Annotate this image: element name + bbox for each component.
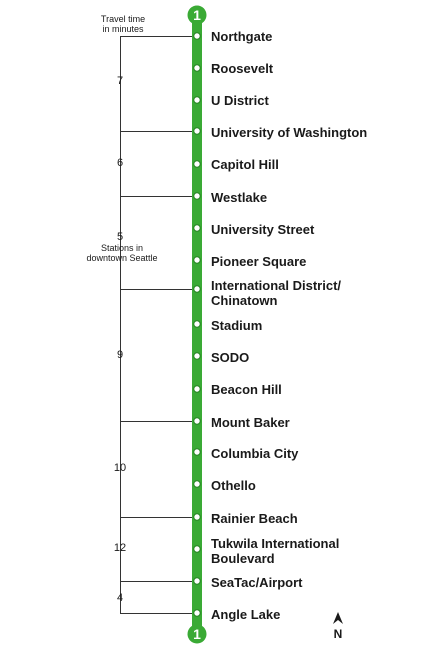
station-label-tukwila-international-boulevard: Tukwila International Boulevard bbox=[211, 536, 339, 566]
travel-time-label: 6 bbox=[116, 157, 124, 169]
route-badge-top: 1 bbox=[187, 5, 207, 25]
station-label-line1: Tukwila International bbox=[211, 536, 340, 551]
station-label-othello: Othello bbox=[211, 478, 256, 493]
travel-time-label: 10 bbox=[113, 462, 127, 474]
travel-time-label: 7 bbox=[116, 75, 124, 87]
north-arrow-icon bbox=[333, 612, 343, 624]
station-dot-international-district-chinatown bbox=[193, 285, 201, 293]
station-dot-capitol-hill bbox=[193, 160, 201, 168]
downtown-legend: Stations in downtown Seattle bbox=[84, 243, 160, 263]
station-label-u-district: U District bbox=[211, 93, 269, 108]
travel-time-label: 4 bbox=[116, 592, 124, 604]
station-dot-westlake bbox=[193, 192, 201, 200]
station-label-international-district: International District/ Chinatown bbox=[211, 278, 341, 308]
station-dot-tukwila-international-boulevard bbox=[193, 545, 201, 553]
station-label-capitol-hill: Capitol Hill bbox=[211, 157, 279, 172]
station-dot-roosevelt bbox=[193, 64, 201, 72]
station-label-columbia-city: Columbia City bbox=[211, 446, 299, 461]
station-label-roosevelt: Roosevelt bbox=[211, 61, 274, 76]
station-label-rainier-beach: Rainier Beach bbox=[211, 511, 298, 526]
station-label-angle-lake: Angle Lake bbox=[211, 607, 281, 622]
route-badge-bottom: 1 bbox=[187, 624, 207, 644]
north-label: N bbox=[334, 627, 343, 641]
travel-time-label: 12 bbox=[113, 542, 127, 554]
travel-time-legend-line2: in minutes bbox=[102, 24, 144, 34]
station-dot-seatac-airport bbox=[193, 577, 201, 585]
station-label-line2: Boulevard bbox=[211, 551, 275, 566]
station-label-line1: International District/ bbox=[211, 278, 342, 293]
station-label-university-street: University Street bbox=[211, 222, 315, 237]
station-dot-rainier-beach bbox=[193, 513, 201, 521]
station-dot-northgate bbox=[193, 32, 201, 40]
downtown-legend-line2: downtown Seattle bbox=[86, 253, 158, 263]
station-dot-university-street bbox=[193, 224, 201, 232]
route-badge-bottom-number: 1 bbox=[193, 626, 201, 642]
station-label-westlake: Westlake bbox=[211, 190, 268, 205]
route-badge-top-number: 1 bbox=[193, 7, 201, 23]
station-dot-columbia-city bbox=[193, 448, 201, 456]
travel-time-legend-line1: Travel time bbox=[100, 14, 146, 24]
station-dot-sodo bbox=[193, 352, 201, 360]
station-label-mount-baker: Mount Baker bbox=[211, 415, 290, 430]
station-dot-othello bbox=[193, 480, 201, 488]
station-dot-stadium bbox=[193, 320, 201, 328]
station-label-sodo: SODO bbox=[211, 350, 250, 365]
travel-time-label: 5 bbox=[116, 231, 124, 243]
travel-time-legend: Travel time in minutes bbox=[96, 14, 150, 34]
travel-time-label: 9 bbox=[116, 349, 124, 361]
station-dots bbox=[193, 32, 201, 617]
station-label-university-of-washington: University of Washington bbox=[211, 125, 368, 140]
station-label-seatac-airport: SeaTac/Airport bbox=[211, 575, 303, 590]
downtown-legend-line1: Stations in bbox=[100, 243, 144, 253]
station-dot-university-of-washington bbox=[193, 127, 201, 135]
station-label-stadium: Stadium bbox=[211, 318, 263, 333]
station-label-line2: Chinatown bbox=[211, 293, 278, 308]
station-dot-u-district bbox=[193, 96, 201, 104]
station-dot-beacon-hill bbox=[193, 385, 201, 393]
station-dot-angle-lake bbox=[193, 609, 201, 617]
station-label-pioneer-square: Pioneer Square bbox=[211, 254, 307, 269]
station-label-beacon-hill: Beacon Hill bbox=[211, 382, 282, 397]
station-dot-pioneer-square bbox=[193, 256, 201, 264]
station-label-northgate: Northgate bbox=[211, 29, 273, 44]
station-dot-mount-baker bbox=[193, 417, 201, 425]
